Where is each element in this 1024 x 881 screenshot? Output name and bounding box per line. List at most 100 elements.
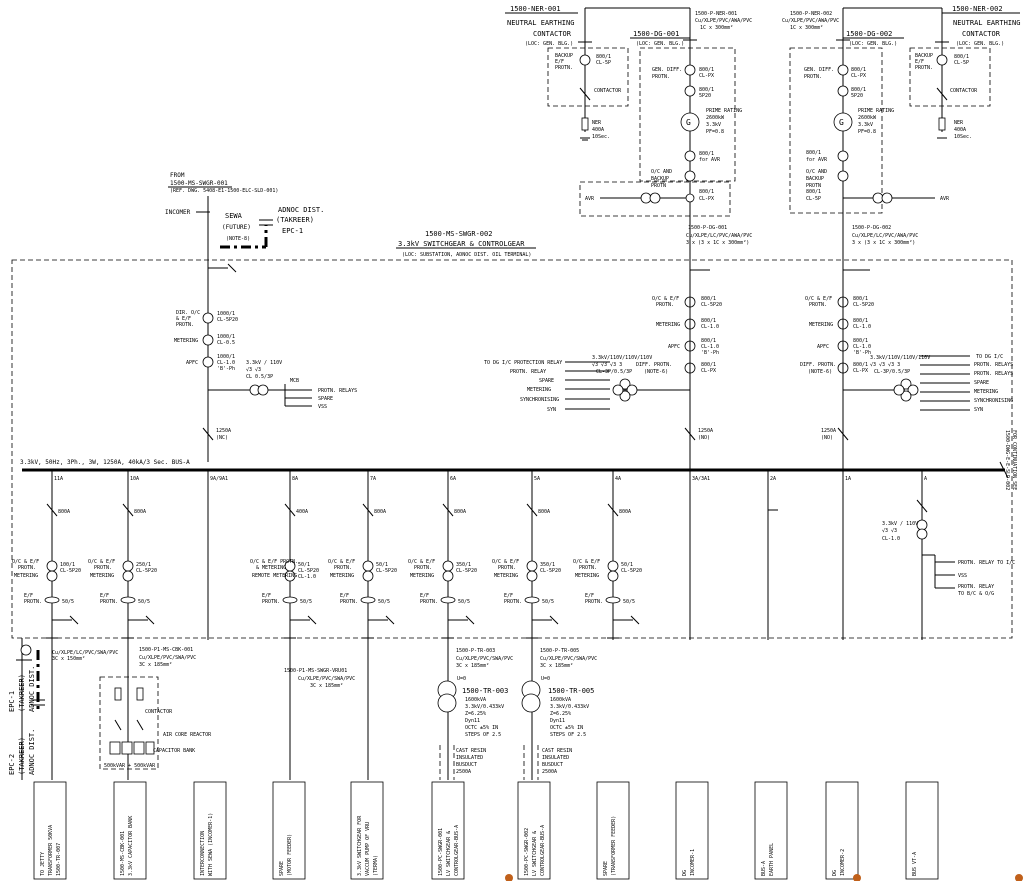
- bus-tap-label: 1A: [845, 476, 851, 482]
- tr3-bd3: BUSDUCT: [456, 762, 477, 768]
- feeder-prot2: PROTN.: [498, 565, 516, 571]
- feeder-prot2: PROTN.: [18, 565, 36, 571]
- inc-out2: SPARE: [318, 396, 333, 402]
- genr-diff1: DIFF. PROTN.: [800, 362, 836, 368]
- cable-c10-size: 3C x 185mm²: [139, 662, 172, 668]
- feeder-ct1: 100/1: [60, 562, 75, 568]
- ner-left-title1: NEUTRAL EARTHING: [507, 19, 574, 27]
- scan-mark: [505, 874, 513, 881]
- genr-ct4a: 800/1: [853, 362, 868, 368]
- destination-label-l1: 1500-MS-CBK-001: [120, 831, 126, 876]
- transformer-tr5: U=0 1500-TR-005 1600kVA 3.3kV/0.433kV Z=…: [521, 676, 594, 780]
- feeder-breaker: 800A: [454, 509, 466, 515]
- dg-left-ctb1: 800/1: [699, 87, 714, 93]
- genl-metering: METERING: [656, 322, 680, 328]
- bus-label: 3.3kV, 50Hz, 3Ph., 3W, 1250A, 40kA/3 Sec…: [20, 459, 190, 466]
- genr-o4: SPARE: [974, 380, 989, 386]
- feeder-prot3: METERING: [14, 573, 38, 579]
- tr3-v: 3.3kV/0.433kV: [465, 704, 504, 710]
- feeder-breaker: 800A: [538, 509, 550, 515]
- genl-o3: SPARE: [539, 378, 554, 384]
- tr3-tap1: OCTC ±5% IN: [465, 725, 498, 731]
- ner-left-ct2: CL-5P: [596, 60, 611, 66]
- scan-mark: [1015, 874, 1023, 881]
- genr-vt2: √3 √3 √3 3: [870, 362, 900, 368]
- ner-left-resistor: [581, 117, 589, 131]
- genl-oc1: O/C & E/F: [652, 296, 679, 302]
- cable-ner-right-size: 1C x 300mm²: [790, 25, 823, 31]
- inc-out3: VSS: [318, 404, 327, 410]
- dg-left-gen-letter: G: [686, 118, 691, 127]
- feeder-prot1: O/C & E/F PROTN.: [250, 559, 298, 565]
- tr5-vec: Dyn11: [550, 718, 565, 724]
- ner-left-tag: 1500-NER-001: [510, 5, 561, 13]
- ner-left-backup3: PROTN.: [555, 65, 573, 71]
- ner-right-ct2: CL-5P: [954, 60, 969, 66]
- inc-ct3a: 1000/1: [217, 354, 235, 360]
- dg-left-ctb2: 5P20: [699, 93, 711, 99]
- bus-tap-label: 4A: [615, 476, 621, 482]
- feeder-prot2: PROTN.: [334, 565, 352, 571]
- inc-metering: METERING: [174, 338, 198, 344]
- genl-o2: PROTN. RELAY: [510, 369, 546, 375]
- dg-left-prime1: PRIME RATING: [706, 108, 742, 114]
- genl-vt3: CL-3P/0.5/3P: [596, 369, 632, 375]
- dg-left-avr: AVR: [585, 196, 595, 202]
- destination-label-l1: TO JETTY: [40, 852, 46, 876]
- feeder-zct: 50/5: [138, 599, 150, 605]
- feeder-prot1: O/C & E/F: [88, 559, 115, 565]
- cable-c11-size: 3C x 150mm²: [52, 656, 85, 662]
- destination-label-l2: INCOMER-2: [840, 849, 846, 876]
- dg-left-block: 1500-DG-001 (LOC: GEN. BLG.) GEN. DIFF. …: [579, 8, 742, 260]
- feeder-ef1: E/F: [24, 593, 33, 599]
- cable-ner-right-tag: 1500-P-NER-002: [790, 11, 832, 17]
- destination-label-l1: DG: [682, 870, 688, 876]
- cap-contactor: CONTACTOR: [145, 709, 173, 715]
- genl-ct2a: 800/1: [701, 318, 716, 324]
- feeder-prot1: O/C & E/F: [12, 559, 39, 565]
- feeder-ef2: PROTN.: [585, 599, 603, 605]
- feeder-prot1: O/C & E/F: [573, 559, 600, 565]
- ner-left-ct1: 800/1: [596, 54, 611, 60]
- feeder-prot2: PROTN.: [94, 565, 112, 571]
- cable-c5-size: 3C x 185mm²: [540, 663, 573, 669]
- inc-ct1a: 1000/1: [217, 311, 235, 317]
- dg-right-prime1: PRIME RATING: [858, 108, 894, 114]
- dg-left-oc2: BACKUP: [651, 176, 669, 182]
- genl-ct2b: CL-1.0: [701, 324, 719, 330]
- tr5-bd3: BUSDUCT: [542, 762, 563, 768]
- genr-o7: SYN: [974, 407, 983, 413]
- tr5-tag: 1500-TR-005: [548, 687, 594, 695]
- feeder-breaker: 400A: [296, 509, 308, 515]
- capacitor-bank: CONTACTOR AIR CORE REACTOR CAPACITOR BAN…: [99, 676, 212, 770]
- earth-epc2b: (TAKREER): [18, 737, 26, 775]
- cable-ner-left-size: 1C x 300mm²: [700, 25, 733, 31]
- ner-right-ner2: 400A: [954, 127, 966, 133]
- feeder-prot1: O/C & E/F: [328, 559, 355, 565]
- incomer-panel: DIR. O/C & E/F PROTN. 1000/1 CL-5P20 MET…: [174, 263, 357, 441]
- genl-ct4b: CL-PX: [701, 368, 716, 374]
- feeder-ct1: 50/1: [376, 562, 388, 568]
- incomer-note: (NOTE-8): [226, 236, 250, 242]
- destination-label-l2: LV SWITCHGEAR &: [446, 831, 452, 876]
- genr-ct1a: 800/1: [853, 296, 868, 302]
- tr5-bd4: 2500A: [542, 769, 557, 775]
- swgr-tag: 1500-MS-SWGR-002: [425, 230, 492, 238]
- dg-left-ctd1: 800/1: [699, 189, 714, 195]
- dg-right-ctd2: CL-5P: [806, 196, 821, 202]
- tr3-bd1: CAST RESIN: [456, 748, 486, 754]
- bus-tap-label: 5A: [534, 476, 540, 482]
- cable-ner-left-tag: 1500-P-NER-001: [695, 11, 737, 17]
- inc-brk2: (NC): [216, 435, 228, 441]
- cable-c5-spec: Cu/XLPE/PVC/SWA/PVC: [540, 656, 597, 662]
- earth-epc1b: (TAKREER): [18, 674, 26, 712]
- feeder-ef2: PROTN.: [262, 599, 280, 605]
- genr-o5: METERING: [974, 389, 998, 395]
